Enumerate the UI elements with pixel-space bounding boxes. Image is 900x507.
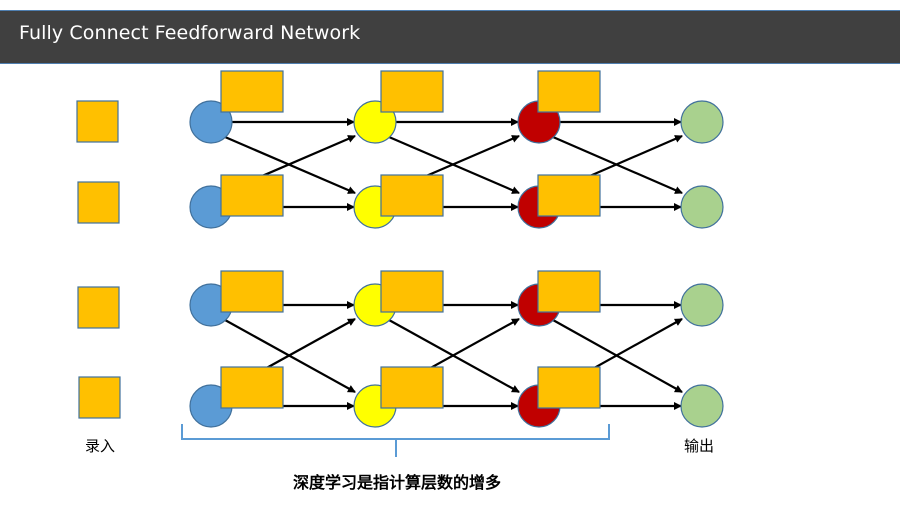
output-layer-node [680,283,724,327]
weight-box [380,174,444,217]
output-label: 输出 [684,437,714,455]
weight-box [220,366,284,409]
input-label: 录入 [85,437,115,455]
input-square [76,100,119,143]
weight-box [537,70,601,113]
weight-box [220,270,284,313]
header-bar: Fully Connect Feedforward Network [0,10,900,64]
weight-box [537,270,601,313]
weight-box [380,270,444,313]
input-square [77,286,120,329]
output-layer-node [680,100,724,144]
page-title: Fully Connect Feedforward Network [19,22,361,44]
weight-box [220,70,284,113]
input-square [77,181,120,224]
weight-box [537,174,601,217]
weight-boxes [220,70,601,409]
input-square [78,376,121,419]
weight-box [537,366,601,409]
layer-bracket [181,424,610,457]
weight-box [380,366,444,409]
weight-box [380,70,444,113]
connection-arrows [224,118,683,410]
input-squares [76,100,121,419]
output-layer-node [680,384,724,428]
weight-box [220,174,284,217]
caption-text: 深度学习是指计算层数的增多 [293,473,501,492]
output-layer-node [680,185,724,229]
